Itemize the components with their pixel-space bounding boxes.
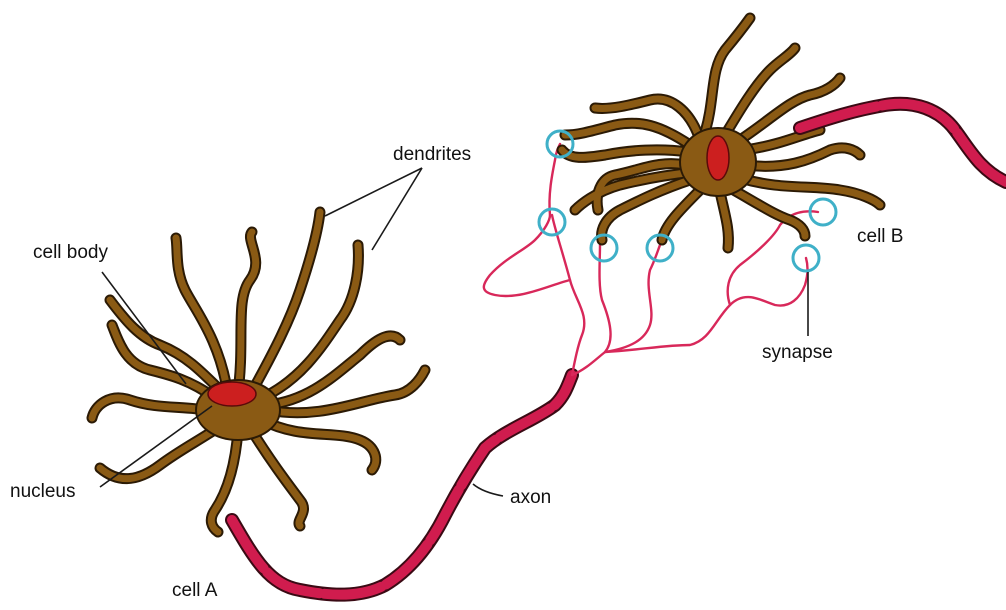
label-axon: axon xyxy=(510,487,551,508)
cell-a-neuron xyxy=(92,212,425,532)
axon-leader xyxy=(473,484,503,496)
cell-a-dendrites xyxy=(92,212,425,532)
label-nucleus: nucleus xyxy=(10,481,76,502)
label-synapse: synapse xyxy=(762,342,833,363)
cell-b-axon xyxy=(800,104,1006,182)
label-dendrites: dendrites xyxy=(393,144,471,165)
cell-b-neuron xyxy=(562,18,1006,248)
label-cell-b: cell B xyxy=(857,226,903,247)
cell-a-nucleus xyxy=(208,382,256,406)
label-cell-body: cell body xyxy=(33,242,108,263)
label-cell-a: cell A xyxy=(172,580,218,601)
synapse-marker xyxy=(539,209,565,235)
cell-b-nucleus xyxy=(707,136,729,180)
